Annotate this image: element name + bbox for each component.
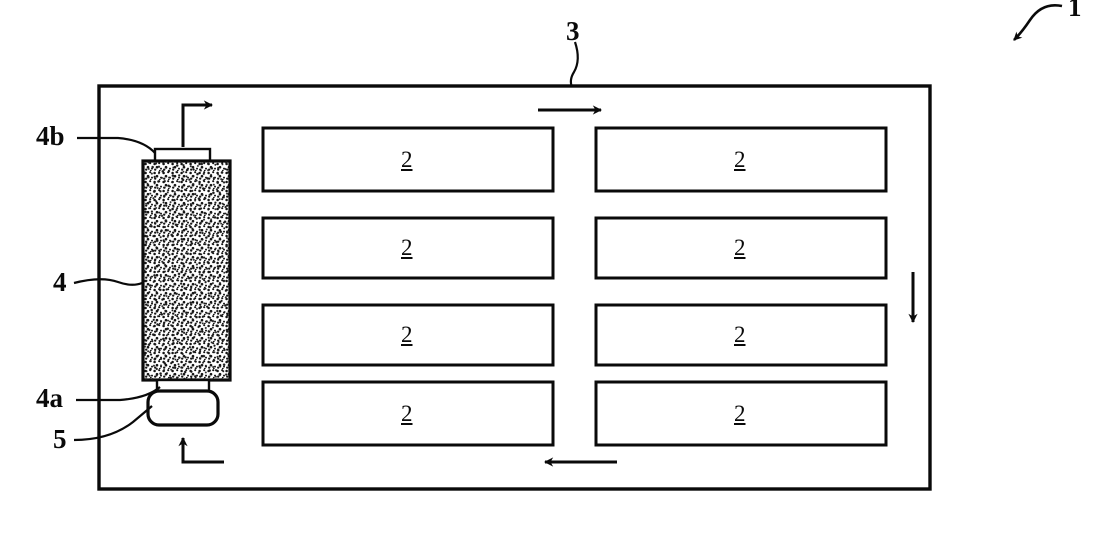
cell-label-r1c2: 2: [734, 147, 746, 172]
cell-r1c2: [594, 126, 888, 193]
cell-label-r4c1: 2: [401, 401, 413, 426]
reference-label-4: 4: [53, 267, 67, 297]
cell-r4c1: [261, 380, 555, 447]
reference-label-3: 3: [566, 16, 580, 46]
leader-line-4: [73, 278, 143, 286]
cell-label-r2c2: 2: [734, 235, 746, 260]
cell-label-r1c1: 2: [401, 147, 413, 172]
leader-line-5: [73, 405, 153, 442]
arrow-bottom-left: [178, 437, 224, 464]
reference-label-1: 1: [1068, 0, 1082, 22]
cell-label-r3c1: 2: [401, 322, 413, 347]
leader-line-3: [569, 41, 579, 88]
rounded-module: [146, 389, 220, 427]
leader-line-4b: [77, 136, 156, 154]
cell-r1c1: [261, 126, 555, 193]
leader-line-4a: [76, 386, 161, 402]
stippled-block-top-cap: [153, 147, 212, 163]
reference-label-4a: 4a: [36, 383, 63, 413]
cell-r3c2: [594, 303, 888, 367]
stippled-block-bottom-tab: [155, 378, 211, 393]
cell-r4c2: [594, 380, 888, 447]
cell-r2c2: [594, 216, 888, 280]
reference-label-5: 5: [53, 424, 67, 454]
arrow-top-left: [181, 100, 213, 147]
reference-label-4b: 4b: [36, 121, 65, 151]
stippled-block-body-overlay: [143, 161, 230, 380]
cell-r3c1: [261, 303, 555, 367]
cell-label-r3c2: 2: [734, 322, 746, 347]
leader-arrow-1: [1013, 4, 1063, 41]
cell-label-r4c2: 2: [734, 401, 746, 426]
cell-label-r2c1: 2: [401, 235, 413, 260]
cell-r2c1: [261, 216, 555, 280]
